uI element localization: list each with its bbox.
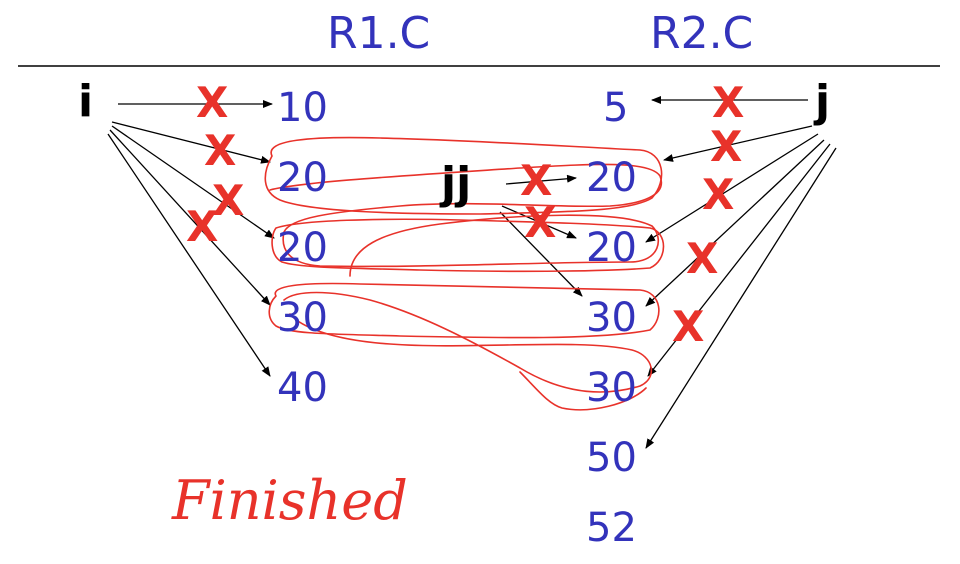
r2-value: 50	[586, 435, 637, 481]
loop-20-to-20b	[269, 163, 663, 277]
r1-column-header: R1.C	[327, 8, 431, 59]
loop-30-to-30	[283, 291, 653, 393]
r1-value: 20	[277, 155, 328, 201]
cross-mark: X	[196, 78, 229, 127]
cross-mark: X	[524, 198, 557, 247]
r2-value: 20	[586, 155, 637, 201]
pointer-j: j	[815, 76, 831, 127]
r1-value: 30	[277, 295, 328, 341]
r2-value: 30	[586, 365, 637, 411]
cross-mark: X	[686, 234, 719, 283]
r2-value: 5	[603, 85, 629, 131]
arrow-i-to-20a	[111, 121, 271, 164]
cross-mark: X	[212, 176, 245, 225]
cross-mark: X	[710, 122, 743, 171]
r2-value: 30	[586, 295, 637, 341]
arrow-j-to-50	[645, 147, 837, 449]
r2-value: 52	[586, 505, 637, 551]
r1-value: 20	[277, 225, 328, 271]
arrow-jj-to-30	[499, 211, 583, 297]
loop-20-to-20	[264, 136, 663, 215]
arrow-j-to-30a	[645, 139, 825, 307]
cross-mark: X	[702, 170, 735, 219]
arrow-j-to-30b	[647, 143, 831, 377]
arrow-j-to-20a	[663, 125, 813, 162]
r1-value: 40	[277, 365, 328, 411]
loop-30	[268, 282, 660, 339]
arrow-j-to-20b	[645, 133, 819, 243]
arrow-i-to-40	[107, 133, 271, 377]
cross-mark: X	[186, 202, 219, 251]
pointer-i: i	[78, 76, 94, 127]
pointer-jj: jj	[441, 158, 472, 209]
loop-tail	[519, 371, 647, 411]
arrow-i-to-30	[109, 129, 271, 306]
cross-mark: X	[712, 78, 745, 127]
r2-column-header: R2.C	[650, 8, 754, 59]
cross-mark: X	[520, 156, 553, 205]
r1-value: 10	[277, 85, 328, 131]
arrow-i-to-20b	[111, 125, 275, 239]
finished-label: Finished	[172, 469, 408, 532]
cross-mark: X	[204, 126, 237, 175]
cross-mark: X	[672, 302, 705, 351]
loop-second-20	[271, 218, 665, 273]
arrow-jj-to-20a	[505, 174, 577, 185]
r2-value: 20	[586, 225, 637, 271]
